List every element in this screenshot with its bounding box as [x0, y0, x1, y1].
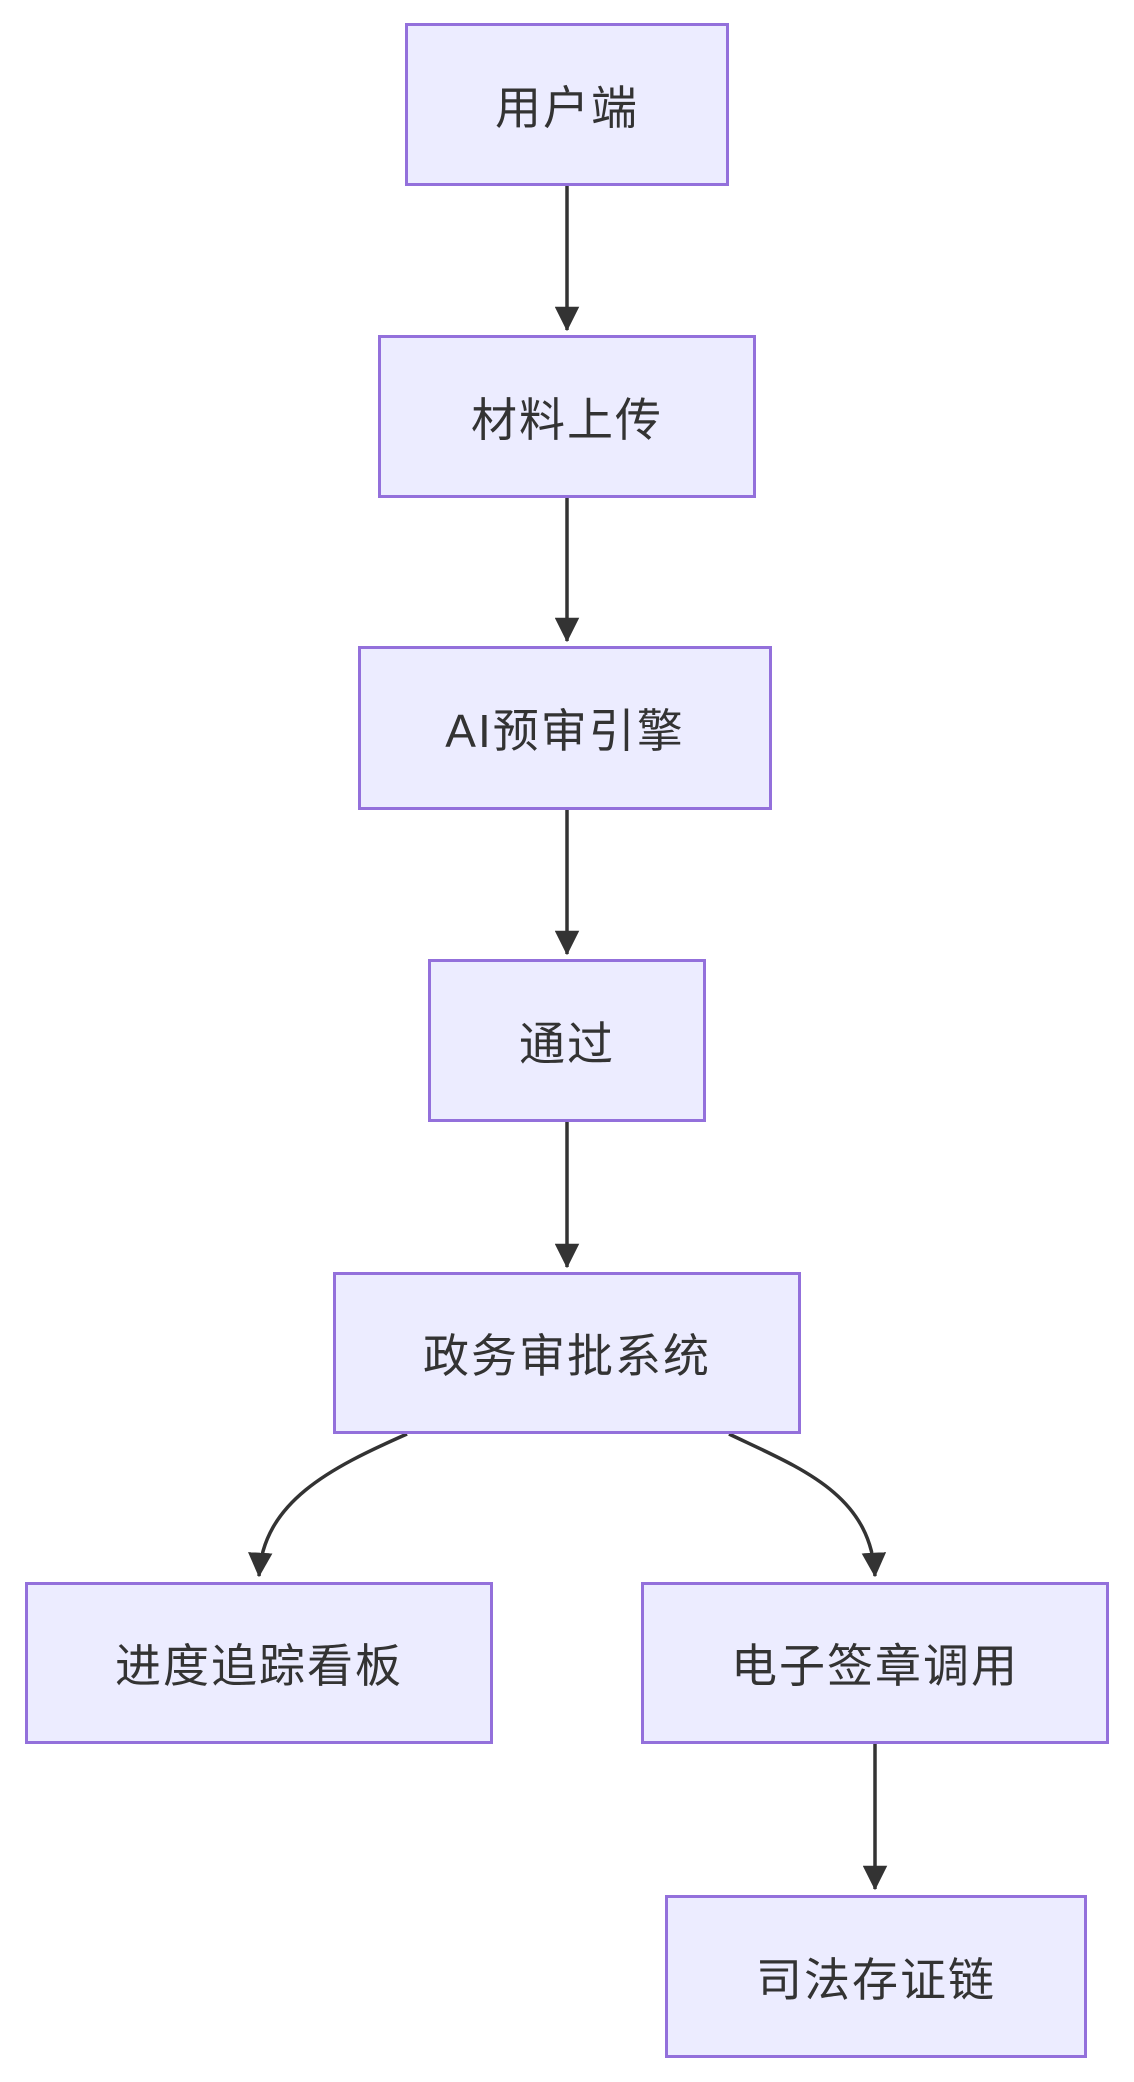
node-label: AI预审引擎 [445, 705, 685, 757]
node-label: 政务审批系统 [423, 1330, 711, 1382]
node-label: 通过 [519, 1017, 615, 1070]
node-label: 司法存证链 [756, 1953, 996, 2006]
flow-node-progress-board: 进度追踪看板 [25, 1582, 493, 1744]
flow-node-gov-approval: 政务审批系统 [333, 1272, 801, 1434]
node-label: 用户端 [495, 81, 639, 134]
flow-node-e-seal: 电子签章调用 [641, 1582, 1109, 1744]
flow-node-upload: 材料上传 [378, 335, 756, 498]
node-label: 电子签章调用 [731, 1640, 1019, 1692]
flow-node-judicial-chain: 司法存证链 [665, 1895, 1087, 2058]
flow-node-pass: 通过 [428, 959, 706, 1122]
edge-gov-approval-to-e-seal [728, 1432, 887, 1578]
node-label: 材料上传 [471, 393, 663, 446]
node-label: 进度追踪看板 [115, 1640, 403, 1692]
flow-node-ai-engine: AI预审引擎 [358, 646, 772, 810]
edge-gov-approval-to-progress-board [248, 1432, 408, 1578]
edges-group [248, 186, 888, 1891]
flow-node-client: 用户端 [405, 23, 729, 186]
